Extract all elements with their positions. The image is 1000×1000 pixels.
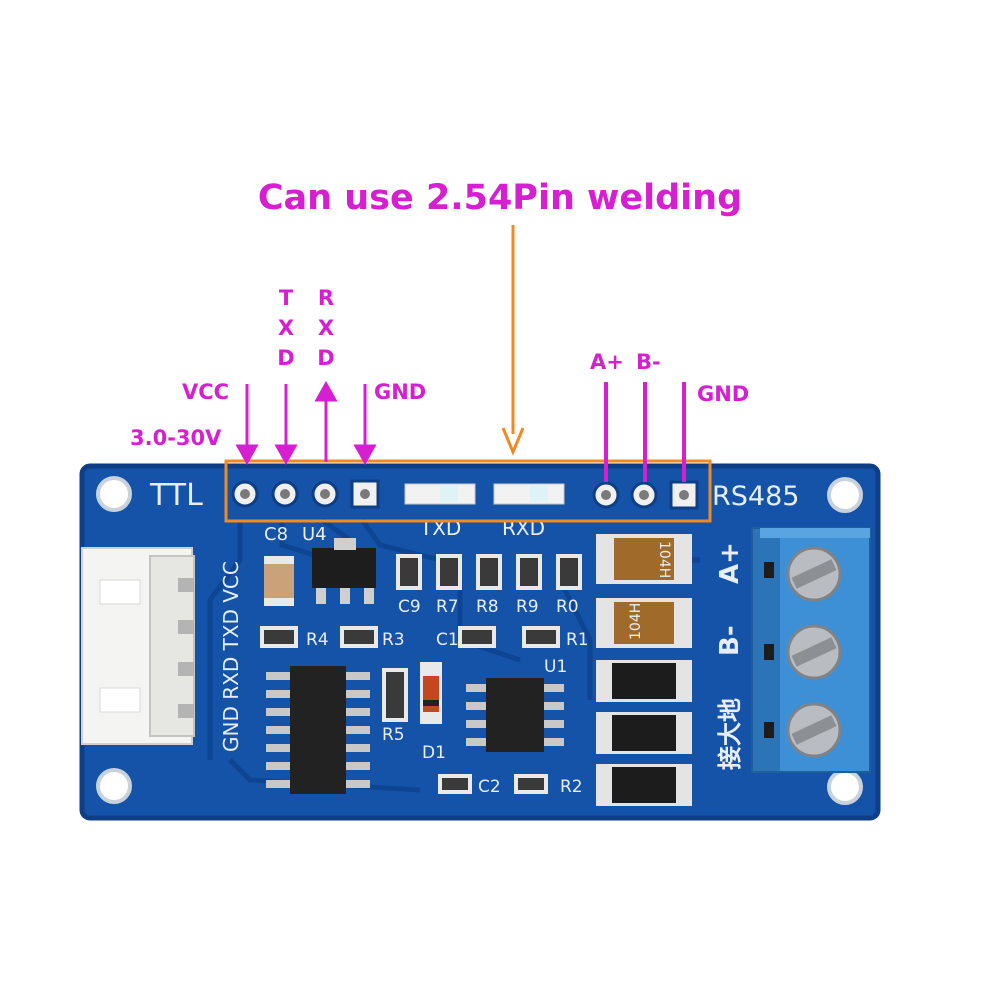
gnd-left-label: GND — [374, 380, 427, 404]
u4-label: U4 — [302, 524, 327, 545]
vcc-label: VCC — [182, 380, 230, 404]
u1-label: U1 — [544, 657, 567, 677]
r0-label: R0 — [556, 597, 579, 617]
u1-chip — [466, 678, 564, 752]
pin-header-highlight-box — [224, 459, 712, 523]
a-plus-label: A+ — [590, 350, 624, 374]
r9-label: R9 — [516, 597, 539, 617]
ttl-header-pins — [231, 479, 380, 509]
rxd-label: R X D — [316, 283, 336, 373]
c9-label: C9 — [398, 597, 421, 617]
soic-chip-large — [266, 666, 370, 794]
rxd-letter: D — [317, 346, 335, 370]
smd-row-top — [396, 554, 582, 590]
rs485-header-pins — [592, 480, 699, 510]
txd-letter: D — [277, 346, 295, 370]
c2-label: C2 — [478, 777, 501, 797]
c8-capacitor — [264, 556, 294, 606]
txd-letter: X — [277, 316, 295, 340]
smd-row-bottom — [438, 774, 548, 794]
a-plus-silkscreen: A+ — [715, 542, 745, 584]
varistor-top — [596, 534, 692, 584]
connector-pin-labels: GND RXD TXD VCC — [219, 561, 243, 752]
pin-arrows — [235, 380, 686, 482]
r5-label: R5 — [382, 725, 405, 745]
jst-connector — [81, 547, 195, 745]
r5-resistor — [382, 668, 408, 722]
u4-regulator — [312, 538, 376, 604]
terminal-screws — [786, 546, 842, 758]
mounting-holes — [96, 476, 863, 805]
varistor-bottom — [596, 598, 692, 648]
orange-arrow — [501, 225, 525, 456]
txd-label: T X D — [276, 283, 296, 373]
headline: Can use 2.54Pin welding — [257, 178, 743, 218]
ttl-silkscreen: TTL — [149, 478, 203, 513]
txd-letter: T — [278, 286, 294, 310]
r2-label: R2 — [560, 777, 583, 797]
r7-label: R7 — [436, 597, 459, 617]
varistor-bottom-code: 104H — [628, 603, 644, 640]
r8-label: R8 — [476, 597, 499, 617]
ground-silkscreen: 接大地 — [716, 698, 744, 770]
voltage-label: 3.0-30V — [130, 426, 222, 450]
c1-label: C1 — [436, 630, 459, 650]
b-minus-label: B- — [636, 350, 661, 374]
tvs-diodes — [596, 660, 692, 806]
smd-row-middle — [260, 626, 560, 648]
r3-label: R3 — [382, 630, 405, 650]
led-rxd — [493, 483, 565, 505]
r1-label: R1 — [566, 630, 589, 650]
d1-label: D1 — [422, 743, 446, 763]
c8-label: C8 — [264, 524, 288, 545]
varistor-top-code: 104H — [656, 541, 672, 578]
rxd-letter: X — [317, 316, 335, 340]
rs485-silkscreen: RS485 — [712, 481, 799, 512]
r4-label: R4 — [306, 630, 329, 650]
rxd-letter: R — [317, 286, 335, 310]
gnd-right-label: GND — [697, 382, 750, 406]
d1-diode — [420, 662, 442, 724]
b-minus-silkscreen: B- — [715, 625, 745, 656]
led-txd — [404, 483, 476, 505]
